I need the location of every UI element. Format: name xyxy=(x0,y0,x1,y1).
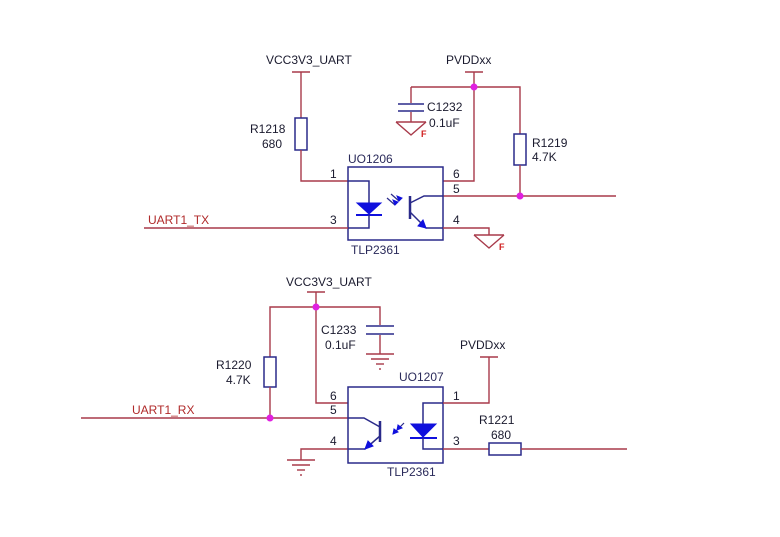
uart1-rx-label: UART1_RX xyxy=(132,403,194,417)
bottom-pin3-label: 3 xyxy=(453,434,460,448)
top-pvdd-label: PVDDxx xyxy=(446,53,491,67)
top-circuit: VCC3V3_UART R1218 680 1 PVDDxx C1232 0.1… xyxy=(144,53,616,257)
resistor-r1221 xyxy=(488,442,522,456)
r1220-value: 4.7K xyxy=(226,373,251,387)
light-emission-icon xyxy=(392,422,405,435)
bottom-circuit: VCC3V3_UART C1233 0.1uF R1220 4.7K UART1… xyxy=(81,275,627,479)
bottom-pin6-label: 6 xyxy=(330,389,337,403)
bottom-pin4-label: 4 xyxy=(330,434,337,448)
bottom-pin4-wire xyxy=(300,448,348,460)
bottom-pin1-wire xyxy=(443,357,490,404)
c1233-ref: C1233 xyxy=(321,323,357,337)
led-icon xyxy=(409,402,443,450)
ground-f-label: F xyxy=(421,129,427,139)
top-pvdd-rail xyxy=(411,86,521,134)
phototransistor-icon xyxy=(348,417,382,450)
top-pin6-wire xyxy=(443,87,475,182)
r1219-value: 4.7K xyxy=(532,150,557,164)
r1218-ref: R1218 xyxy=(250,122,286,136)
resistor-r1220 xyxy=(263,356,277,388)
led-icon xyxy=(348,180,383,229)
uo1206-part: TLP2361 xyxy=(351,243,400,257)
ground-f-label: F xyxy=(499,242,505,252)
ground-f-icon: F xyxy=(473,234,505,252)
top-pin6-label: 6 xyxy=(453,167,460,181)
c1233-value: 0.1uF xyxy=(325,338,356,352)
bottom-pin5-label: 5 xyxy=(330,403,337,417)
bottom-pin1-label: 1 xyxy=(453,389,460,403)
uart1-rx-junction xyxy=(266,414,274,422)
uo1207-part: TLP2361 xyxy=(387,465,436,479)
top-pvdd-junction xyxy=(470,83,478,91)
resistor-r1219 xyxy=(513,133,527,166)
r1221-ref: R1221 xyxy=(479,413,515,427)
r1219-ref: R1219 xyxy=(532,136,568,150)
top-pin1-wire xyxy=(300,150,348,182)
bottom-pvdd-label: PVDDxx xyxy=(460,338,505,352)
phototransistor-icon xyxy=(408,195,443,229)
uo1207-ref: UO1207 xyxy=(399,370,444,384)
top-pin3-label: 3 xyxy=(330,213,337,227)
top-pin5-label: 5 xyxy=(453,182,460,196)
ground-icon xyxy=(287,459,315,476)
uart1-tx-label: UART1_TX xyxy=(148,213,209,227)
bottom-pin6-wire xyxy=(315,307,348,404)
r1218-value: 680 xyxy=(262,137,282,151)
r1220-ref: R1220 xyxy=(216,358,252,372)
top-pin4-label: 4 xyxy=(453,213,460,227)
ground-f-icon: F xyxy=(395,121,427,139)
top-output-junction xyxy=(516,192,524,200)
top-pin4-wire xyxy=(443,227,490,235)
optocoupler-uo1206 xyxy=(347,166,444,241)
light-emission-icon xyxy=(386,193,403,206)
resistor-r1218 xyxy=(294,117,308,151)
optocoupler-uo1207 xyxy=(347,386,444,464)
top-pin1-label: 1 xyxy=(330,167,337,181)
ground-icon xyxy=(366,353,394,370)
uo1206-ref: UO1206 xyxy=(348,152,393,166)
c1232-ref: C1232 xyxy=(427,100,463,114)
top-vcc-label: VCC3V3_UART xyxy=(266,53,352,67)
c1232-value: 0.1uF xyxy=(429,116,460,130)
bottom-vcc-label: VCC3V3_UART xyxy=(286,275,372,289)
r1221-value: 680 xyxy=(491,428,511,442)
bottom-vcc-junction xyxy=(312,303,320,311)
bottom-vcc-rail xyxy=(269,306,381,357)
